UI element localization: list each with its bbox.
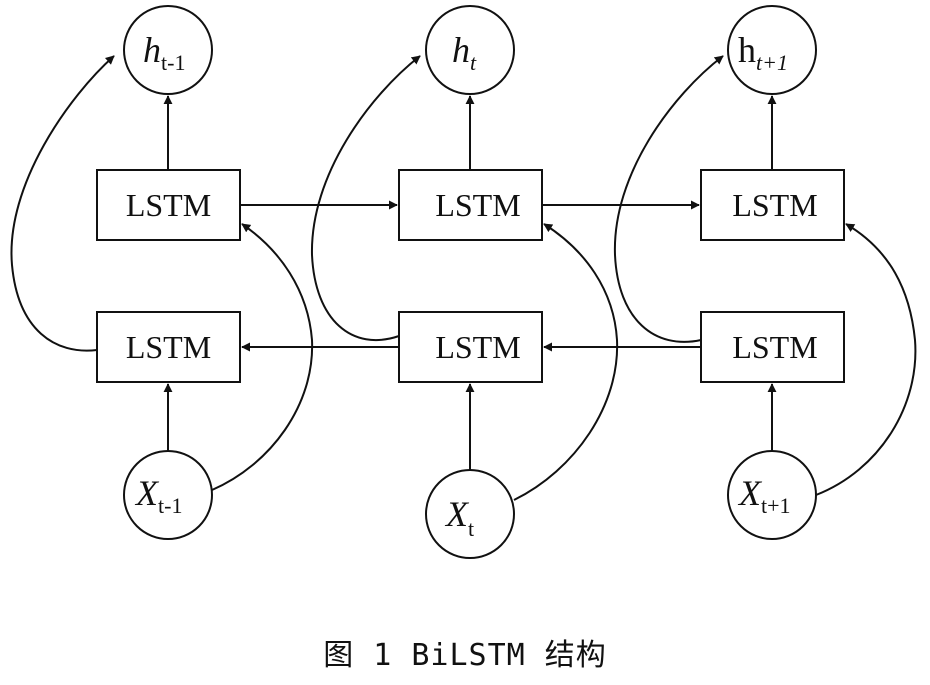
forward-lstm-box-t-minus-1 [96,169,241,241]
forward-lstm-label-t-plus-1: LSTM [732,187,817,223]
backward-lstm-label-t-minus-1: LSTM [126,329,211,365]
input-label-x-t-plus-1: Xt+1 [737,473,791,518]
curve-backward-to-output-t [310,55,421,342]
backward-lstm-label-t: LSTM [435,329,520,365]
figure-caption: 图 1 BiLSTM 结构 [323,638,607,673]
output-label-h-t-minus-1: ht-1 [143,30,185,75]
input-node-x-t [425,469,515,559]
output-node-h-t [425,5,515,95]
forward-lstm-box-t-plus-1 [700,169,845,241]
backward-lstm-label-t-plus-1: LSTM [732,329,817,365]
input-label-x-t: Xt [444,494,474,541]
curve-input-to-forward-t [513,223,619,501]
output-node-h-t-plus-1 [727,5,817,95]
curve-backward-to-output-t-plus-1 [613,55,724,343]
forward-lstm-box-t [398,169,543,241]
forward-lstm-label-t: LSTM [435,187,520,223]
curve-input-to-forward-t-plus-1 [815,223,917,496]
curve-backward-to-output-t-minus-1 [10,55,115,352]
output-node-h-t-minus-1 [123,5,213,95]
output-label-h-t-plus-1: ht+1 [738,30,788,75]
forward-lstm-label-t-minus-1: LSTM [126,187,211,223]
backward-lstm-box-t-minus-1 [96,311,241,383]
input-label-x-t-minus-1: Xt-1 [134,473,182,518]
curve-input-to-forward-t-minus-1 [211,223,314,491]
output-label-h-t: ht [452,30,477,75]
